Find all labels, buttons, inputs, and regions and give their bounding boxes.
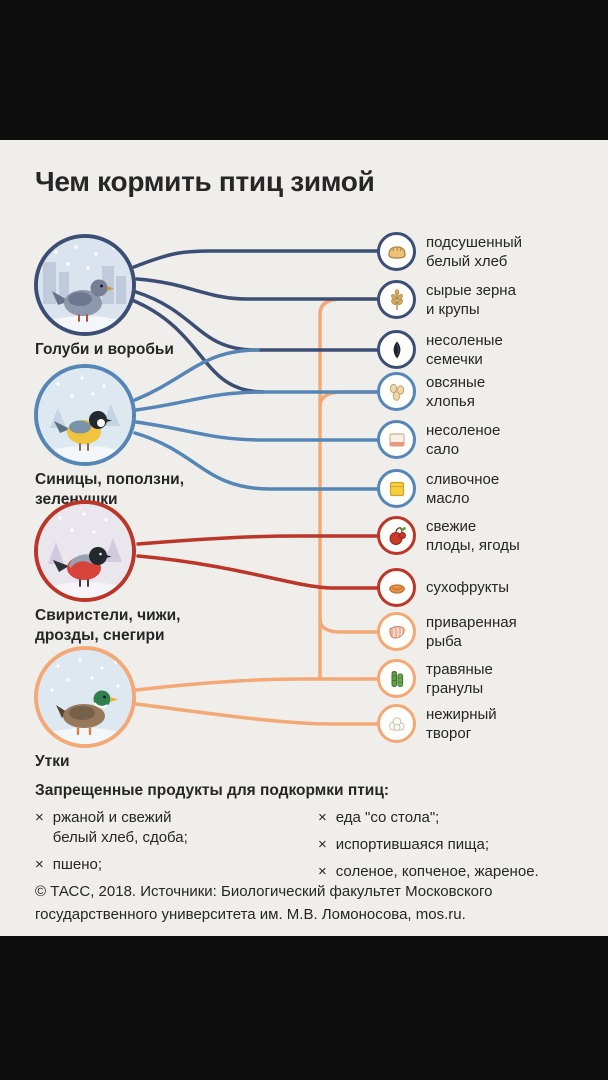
cross-marker: × (35, 856, 44, 873)
food-item-seeds: несоленые семечки (377, 330, 503, 369)
bullfinch-illustration (38, 504, 132, 598)
source-credit: © ТАСС, 2018. Источники: Биологический ф… (35, 883, 493, 923)
food-label: нежирный творог (426, 705, 497, 742)
infographic-content: Чем кормить птиц зимой (0, 140, 608, 936)
berries-icon (377, 516, 416, 555)
food-item-berries: свежие плоды, ягоды (377, 516, 520, 555)
city-skyline (43, 262, 126, 304)
forbidden-list-right: × еда "со стола"; × испортившаяся пища; … (318, 808, 600, 882)
pigeons-lines (130, 249, 379, 394)
pigeons-to-bread-line (132, 249, 379, 269)
food-item-grains: сырые зерна и крупы (377, 280, 516, 319)
food-item-oats: овсяные хлопья (377, 372, 485, 411)
waxwings-to-driedfruit-line (136, 554, 379, 590)
ducks-label: Утки (35, 753, 70, 770)
ducks-to-cottage-line (134, 702, 379, 726)
snowflakes (54, 245, 116, 270)
food-label: сливочное масло (426, 470, 500, 507)
food-item-butter: сливочное масло (377, 469, 499, 508)
food-label: несоленое сало (426, 421, 501, 458)
cross-marker: × (318, 809, 327, 826)
cottage-cheese-icon (377, 704, 416, 743)
tits-to-seeds-line (133, 348, 260, 402)
food-item-bread: подсушенный белый хлеб (377, 232, 522, 271)
tits-to-lard-line (134, 420, 379, 442)
forbidden-heading: Запрещенные продукты для подкормки птиц: (35, 782, 390, 799)
snowflakes (58, 512, 108, 534)
pigeon-illustration (38, 238, 132, 332)
grass-pellets-icon (377, 659, 416, 698)
connection-lines (130, 249, 379, 726)
tits-to-butter-line (133, 431, 379, 491)
forbidden-list-left: × ржаной и свежий белый хлеб, сдоба; × п… (35, 808, 303, 875)
sunflower-seed-icon (377, 330, 416, 369)
waxwings-label: Свиристели, чижи, дрозды, снегири (35, 607, 181, 644)
snowflakes (50, 658, 120, 692)
forbidden-item: × ржаной и свежий белый хлеб, сдоба; (35, 809, 188, 846)
tits-circle (34, 364, 136, 466)
pigeons-circle (34, 234, 136, 336)
waxwings-to-berries-line (136, 534, 379, 546)
boiled-fish-icon (377, 612, 416, 651)
ducks-lines (134, 297, 379, 726)
tit-illustration (38, 368, 132, 462)
pigeons-label: Голуби и воробьи (35, 341, 174, 358)
cross-marker: × (318, 863, 327, 880)
waxwings-circle (34, 500, 136, 602)
food-item-pellets: травяные гранулы (377, 659, 493, 698)
cross-marker: × (35, 809, 44, 826)
food-item-fish: приваренная рыба (377, 612, 517, 651)
ducks-to-oats-line (318, 390, 379, 408)
lard-icon (377, 420, 416, 459)
forbidden-item: × пшено; (35, 856, 103, 873)
tits-lines (133, 348, 379, 491)
tits-to-oats-line (134, 390, 379, 412)
wheat-grains-icon (377, 280, 416, 319)
forbidden-item: × еда "со стола"; (318, 809, 440, 826)
food-label: овсяные хлопья (426, 373, 486, 410)
cross-marker: × (318, 836, 327, 853)
food-label: несоленые семечки (426, 331, 503, 368)
snowflakes (56, 376, 106, 398)
food-label: свежие плоды, ягоды (426, 517, 520, 554)
waxwings-lines (136, 534, 379, 590)
forbidden-item: × испортившаяся пища; (318, 836, 489, 853)
butter-icon (377, 469, 416, 508)
food-label: сырые зерна и крупы (426, 281, 516, 318)
oat-flakes-icon (377, 372, 416, 411)
ducks-to-granules-line (134, 677, 379, 692)
food-label: подсушенный белый хлеб (426, 233, 522, 270)
food-item-driedfruit: сухофрукты (377, 568, 509, 607)
forbidden-item: × соленое, копченое, жареное. (318, 863, 539, 880)
ducks-to-fish-line (318, 617, 379, 634)
tits-label: Синицы, поползни, зеленушки (35, 471, 185, 508)
duck-illustration (38, 650, 132, 744)
ducks-circle (34, 646, 136, 748)
food-label: травяные гранулы (426, 660, 493, 697)
page-title: Чем кормить птиц зимой (35, 166, 375, 197)
food-item-cottage: нежирный творог (377, 704, 497, 743)
pigeons-to-grains-line (135, 277, 379, 301)
bread-icon (377, 232, 416, 271)
pigeons-to-oats-line (130, 298, 266, 394)
food-label: приваренная рыба (426, 613, 517, 650)
dried-fruits-icon (377, 568, 416, 607)
food-label: сухофрукты (426, 579, 510, 596)
food-item-lard: несоленое сало (377, 420, 500, 459)
